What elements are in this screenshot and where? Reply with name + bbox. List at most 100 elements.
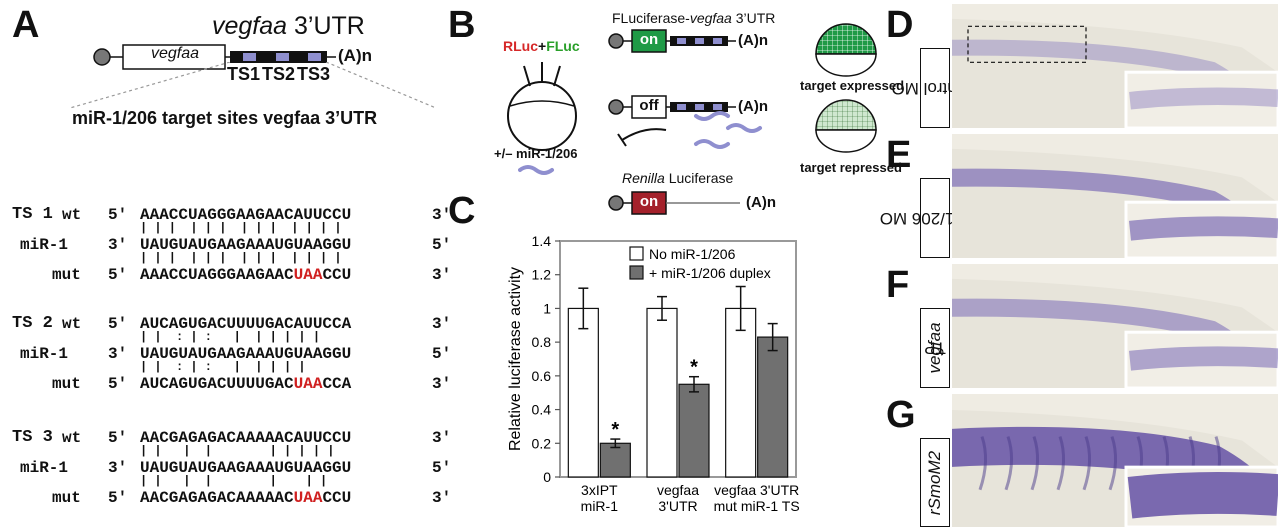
y-tick-label: 0.8 — [532, 334, 552, 350]
ts3-label: TS3 — [297, 64, 331, 84]
significance-marker: * — [611, 419, 619, 441]
sequence-miR-1: UAUGUAUGAAGAAAUGUAAGGU — [140, 345, 352, 363]
vegfaa-box-label: vegfaa — [150, 45, 200, 62]
embryo-stain — [952, 394, 1278, 527]
sequence-mut: AAACCUAGGGAAGAACUAACCU — [140, 266, 352, 284]
bar-mir-duplex — [678, 383, 710, 478]
row-three-prime: 3' — [432, 266, 452, 284]
x-category-label: mut miR-1 TS — [714, 498, 800, 514]
panel-f-side-label: vegfaa TP — [920, 308, 950, 388]
polya-label-3: (A)n — [746, 194, 776, 211]
embryo-stain — [952, 134, 1278, 258]
y-tick-label: 1 — [543, 300, 551, 316]
row-kind-mut: mut — [52, 375, 81, 393]
y-tick-label: 1.4 — [532, 233, 552, 249]
base-pairing-wt: | | | | | | | | | — [140, 444, 335, 458]
x-category-label: vegfaa — [657, 482, 699, 498]
bar-no-mir — [646, 307, 678, 478]
y-axis-label: Relative luciferase activity — [507, 267, 524, 451]
x-category-label: 3'UTR — [658, 498, 697, 514]
renilla-label: Renilla Luciferase — [622, 170, 734, 186]
row-kind-miR-1: miR-1 — [20, 459, 69, 477]
legend-swatch — [629, 246, 644, 261]
bar-mir-duplex — [599, 442, 631, 478]
polya-label: (A)n — [338, 46, 372, 65]
panel-d-embryo-image — [952, 4, 1278, 128]
y-tick-label: 0.2 — [532, 435, 552, 451]
embryo-repressed-icon — [815, 99, 877, 153]
base-pairing-wt: | | : | : | | | | | | — [140, 330, 321, 344]
row-three-prime: 3' — [432, 315, 452, 333]
base-pairing-wt: | | | | | | | | | | | | | — [140, 221, 342, 235]
row-kind-wt: wt — [62, 429, 82, 447]
row-three-prime: 5' — [432, 345, 452, 363]
panel-c-label: C — [448, 190, 476, 232]
y-tick-label: 1.2 — [532, 267, 552, 283]
row-three-prime: 3' — [432, 429, 452, 447]
sequence-mut: AACGAGAGACAAAAACUAACCU — [140, 489, 352, 507]
polya-label-2: (A)n — [738, 98, 768, 115]
row-kind-miR-1: miR-1 — [20, 345, 69, 363]
fluc-on-construct — [608, 29, 736, 53]
mutated-bases: UAA — [293, 375, 323, 393]
row-five-prime: 5' — [108, 315, 128, 333]
site-name-2: TS 2 — [12, 314, 53, 333]
base-pairing-mut: | | | | | | | — [140, 474, 328, 488]
panel-g-label: G — [886, 394, 916, 436]
zoom-lines — [69, 62, 437, 109]
site-name-1: TS 1 — [12, 205, 53, 224]
polya-label-1: (A)n — [738, 32, 768, 49]
vegfaa-construct-diagram — [93, 44, 336, 70]
row-five-prime: 3' — [108, 459, 128, 477]
panel-a-label: A — [12, 4, 40, 46]
embryo-stain — [952, 264, 1278, 388]
panel-e-side-label: miR-1/206 MO — [880, 178, 990, 258]
on-label-2: on — [639, 193, 659, 210]
panel-d-label: D — [886, 4, 914, 46]
y-tick-label: 0.6 — [532, 368, 552, 384]
row-three-prime: 3' — [432, 489, 452, 507]
target-expressed-label: target expressed — [800, 78, 905, 93]
fluc-construct-label: FLuciferase-vegfaa 3’UTR — [612, 10, 776, 26]
row-kind-miR-1: miR-1 — [20, 236, 69, 254]
embryo-expressed-icon — [815, 23, 877, 77]
sequence-miR-1: UAUGUAUGAAGAAAUGUAAGGU — [140, 236, 352, 254]
site-name-3: TS 3 — [12, 428, 53, 447]
row-five-prime: 3' — [108, 236, 128, 254]
target-sites-subtitle: miR-1/206 target sites vegfaa 3’UTR — [72, 108, 378, 128]
panel-a-title: vegfaa 3’UTR — [212, 12, 365, 40]
mutated-bases: UAA — [293, 266, 323, 284]
sequence-miR-1: UAUGUAUGAAGAAAUGUAAGGU — [140, 459, 352, 477]
panel-d-side-label: Control MO — [892, 48, 978, 128]
bar-mir-duplex — [757, 336, 789, 478]
sequence-wt: AAACCUAGGGAAGAACAUUCCU — [140, 206, 352, 224]
row-three-prime: 3' — [432, 375, 452, 393]
on-label-1: on — [639, 31, 659, 48]
y-tick-label: 0 — [543, 469, 551, 485]
x-category-label: 3xIPT — [581, 482, 618, 498]
panel-f-embryo-image — [952, 264, 1278, 388]
fluc-off-construct — [608, 95, 762, 149]
row-kind-mut: mut — [52, 489, 81, 507]
row-kind-mut: mut — [52, 266, 81, 284]
panel-g-embryo-image — [952, 394, 1278, 527]
row-five-prime: 5' — [108, 375, 128, 393]
embryo-stain — [952, 4, 1278, 128]
renilla-on-construct — [608, 191, 740, 215]
plot-frame — [559, 240, 797, 478]
panel-e-label: E — [886, 134, 912, 176]
mir-squiggle-icon — [518, 165, 554, 175]
sequence-wt: AACGAGAGACAAAAACAUUCCU — [140, 429, 352, 447]
panel-f-label: F — [886, 264, 910, 306]
sequence-wt: AUCAGUGACUUUUGACAUUCCA — [140, 315, 352, 333]
sequence-mut: AUCAGUGACUUUUGACUAACCA — [140, 375, 352, 393]
legend-label: No miR-1/206 — [649, 246, 736, 262]
base-pairing-mut: | | : | : | | | | | — [140, 360, 306, 374]
base-pairing-mut: | | | | | | | | | | | | | — [140, 251, 342, 265]
target-repressed-label: target repressed — [800, 160, 902, 175]
x-category-label: miR-1 — [581, 498, 619, 514]
y-tick-label: 0.4 — [532, 402, 552, 418]
ts1-label: TS1 — [227, 64, 261, 84]
row-three-prime: 5' — [432, 236, 452, 254]
